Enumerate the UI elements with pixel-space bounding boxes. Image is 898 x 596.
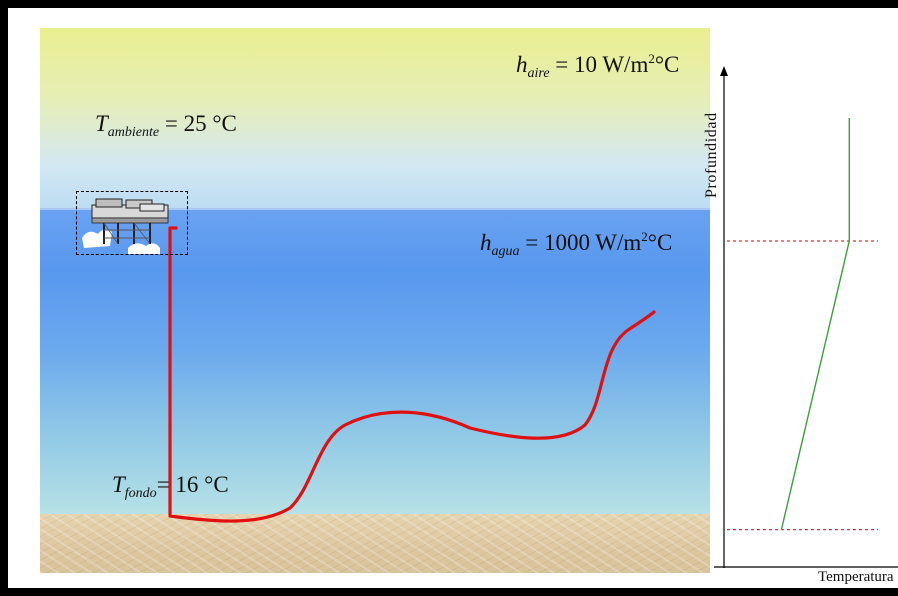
seabed-region [40, 514, 710, 573]
y-axis-label: Profundidad [703, 112, 720, 198]
profile-line [780, 118, 850, 530]
water-coefficient-label: hagua = 1000 W/m2°C [480, 229, 673, 259]
sea-surface [40, 208, 710, 210]
temperature-profile-chart [714, 66, 898, 568]
sky-region [40, 28, 710, 210]
water-region [40, 208, 710, 516]
platform-highlight-box [76, 191, 188, 255]
ambient-temperature-label: Tambiente = 25 °C [95, 111, 237, 140]
ocean-scene [40, 28, 710, 573]
offshore-platform-icon [82, 198, 169, 254]
y-axis-arrow-icon [720, 66, 728, 76]
x-axis-label: Temperatura [818, 569, 894, 585]
air-coefficient-label: haire = 10 W/m2°C [516, 51, 680, 81]
seabed-temperature-label: Tfondo= 16 °C [112, 472, 229, 501]
pipeline [168, 226, 656, 523]
